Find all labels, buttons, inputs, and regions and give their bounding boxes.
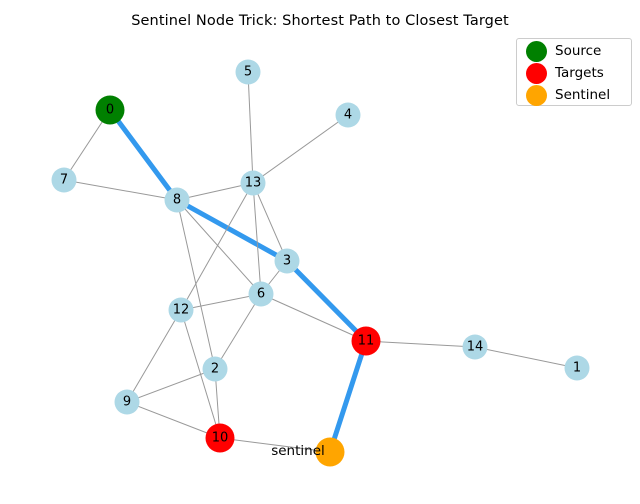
graph-node-3[interactable] bbox=[274, 248, 300, 274]
legend-marker-icon-targets bbox=[526, 63, 547, 84]
graph-node-0[interactable] bbox=[95, 95, 125, 125]
legend-marker-icon-source bbox=[526, 41, 547, 62]
graph-edge bbox=[180, 293, 262, 311]
graph-edge-highlighted bbox=[327, 338, 369, 455]
page-title: Sentinel Node Trick: Shortest Path to Cl… bbox=[131, 13, 509, 29]
graph-edge-highlighted bbox=[174, 197, 290, 264]
graph-edge bbox=[126, 401, 221, 439]
legend-item-source: Source bbox=[517, 40, 633, 62]
graph-edge bbox=[247, 71, 254, 184]
graph-edge bbox=[63, 179, 178, 201]
graph-node-14[interactable] bbox=[462, 334, 488, 360]
graph-edge bbox=[176, 182, 254, 201]
graph-node-4[interactable] bbox=[335, 102, 361, 128]
graph-node-12[interactable] bbox=[168, 297, 194, 323]
graph-edge-highlighted bbox=[284, 258, 369, 344]
graph-node-2[interactable] bbox=[202, 356, 228, 382]
graph-node-13[interactable] bbox=[240, 170, 266, 196]
graph-node-1[interactable] bbox=[564, 355, 590, 381]
graph-node-5[interactable] bbox=[235, 59, 261, 85]
graph-edge bbox=[252, 114, 349, 184]
graph-edge bbox=[126, 309, 182, 403]
graph-edge bbox=[214, 293, 262, 370]
legend-marker-icon-sentinel bbox=[526, 85, 547, 106]
graph-node-8[interactable] bbox=[164, 187, 190, 213]
graph-edge bbox=[180, 182, 254, 311]
graph-edge bbox=[126, 368, 216, 403]
graph-edge bbox=[252, 182, 288, 262]
legend-item-sentinel: Sentinel bbox=[517, 84, 633, 106]
edge-layer bbox=[63, 71, 578, 455]
graph-node-label-sentinel: sentinel bbox=[271, 443, 325, 459]
graph-node-9[interactable] bbox=[114, 389, 140, 415]
graph-edge bbox=[474, 346, 578, 369]
graph-node-10[interactable] bbox=[205, 423, 235, 453]
legend-label: Source bbox=[555, 43, 602, 59]
graph-node-11[interactable] bbox=[351, 326, 381, 356]
legend-label: Targets bbox=[555, 65, 604, 81]
graph-node-sentinel[interactable] bbox=[315, 437, 345, 467]
graph-node-7[interactable] bbox=[51, 167, 77, 193]
graph-node-6[interactable] bbox=[248, 281, 274, 307]
graph-edge bbox=[252, 182, 262, 295]
graph-edge bbox=[365, 340, 476, 348]
node-layer bbox=[51, 59, 590, 467]
graph-edge bbox=[260, 293, 367, 342]
graph-edge bbox=[176, 199, 262, 295]
legend-item-targets: Targets bbox=[517, 62, 633, 84]
graph-edge bbox=[219, 437, 331, 453]
legend-label: Sentinel bbox=[555, 87, 611, 103]
graph-edge-highlighted bbox=[107, 107, 180, 203]
